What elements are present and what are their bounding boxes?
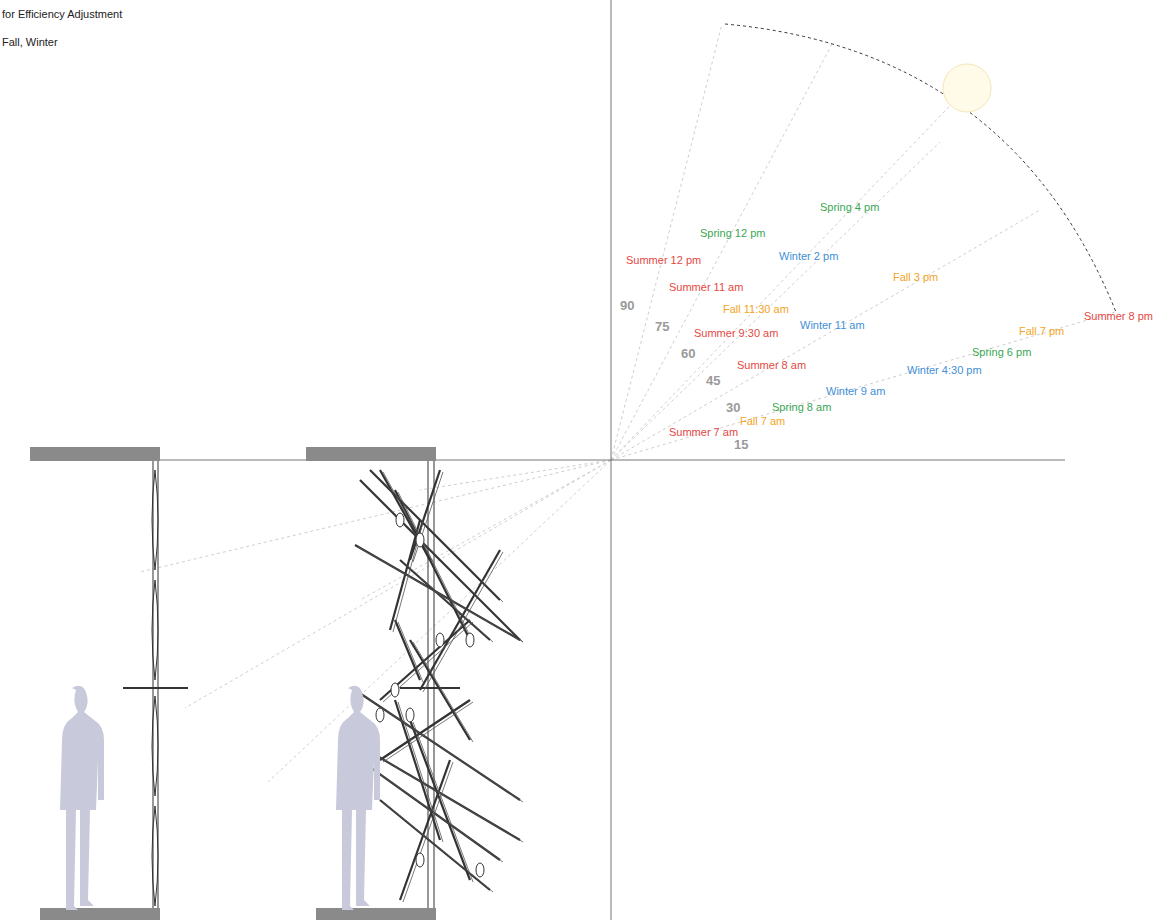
sun-time-label: Winter 2 pm (779, 250, 838, 263)
sun-time-label: Summer 7 am (669, 426, 738, 439)
sun-time-label: Spring 8 am (772, 401, 831, 414)
open-shade (350, 461, 523, 908)
angle-number: 30 (726, 401, 740, 414)
shade-fin (370, 470, 500, 600)
shade-fin-edge (413, 472, 443, 562)
sun-time-label: Fall 7 am (740, 415, 785, 428)
shade-fin (380, 700, 470, 760)
sun-time-label: Winter 11 am (800, 319, 865, 332)
shade-fin-edge (363, 482, 523, 642)
angle-number: 90 (620, 299, 634, 312)
ceiling-slab (306, 447, 436, 461)
shade-fin (420, 550, 500, 690)
shade-fin-edge (398, 702, 443, 842)
shade-hinge (466, 633, 474, 647)
horizontal-axis (75, 460, 1065, 461)
shade-fin (400, 560, 490, 640)
floor-slab (316, 908, 436, 920)
sun-time-label: Summer 8 pm (1084, 310, 1153, 323)
floor-slab (40, 908, 160, 920)
shade-hinge (391, 683, 399, 697)
shade-fin-edge (423, 552, 503, 692)
sun-time-label: Summer 8 am (737, 359, 806, 372)
person-silhouette (60, 686, 380, 910)
shade-fin-edge (373, 472, 503, 602)
shade-fin (360, 480, 520, 640)
closed-shade (123, 461, 188, 908)
sun-time-label: Winter 9 am (826, 385, 885, 398)
sun-time-label: Summer 12 pm (626, 254, 701, 267)
shade-fin-edge (393, 522, 423, 632)
sun-time-label: Summer 11 am (669, 281, 743, 294)
sun-time-label: Fall 3 pm (893, 271, 938, 284)
ceiling-slab (30, 447, 160, 461)
shade-hinge (476, 863, 484, 877)
angle-number: 75 (655, 320, 669, 333)
shade-fin-edge (413, 722, 473, 882)
shade-fin-edge (383, 472, 433, 562)
sun-time-label: Spring 4 pm (820, 201, 879, 214)
shade-fin-edge (383, 702, 473, 762)
sun-time-label: Winter 4:30 pm (907, 364, 982, 377)
angle-number: 45 (706, 374, 720, 387)
shade-hinge (416, 853, 424, 867)
shade-fin (400, 760, 450, 900)
shade-fin-edge (358, 547, 523, 642)
shade-fin (395, 620, 420, 680)
shade-fin-edge (383, 802, 493, 892)
shade-hinge (436, 633, 444, 647)
sun-time-label: Fall 11:30 am (723, 303, 789, 316)
shade-hinge (416, 533, 424, 547)
sun-rays (140, 24, 1115, 782)
sun (943, 64, 991, 112)
sun-time-label: Fall, Winter (2, 36, 58, 49)
sun-time-label: Spring 6 pm (972, 346, 1031, 359)
sun-time-label: for Efficiency Adjustment (2, 8, 122, 21)
sun-path (725, 24, 1116, 312)
shade-hinge (396, 513, 404, 527)
shade-hinge (376, 708, 384, 722)
sun-time-label: Spring 12 pm (700, 227, 765, 240)
shade-fin-edge (398, 492, 473, 642)
shade-fin-edge (358, 692, 523, 802)
shade-fin-edge (398, 622, 423, 682)
sun-time-label: Fall 7 pm (1019, 325, 1064, 338)
shade-fin-edge (403, 562, 493, 642)
sun-time-label: Summer 9:30 am (694, 327, 778, 340)
shade-hinge (406, 708, 414, 722)
angle-number: 15 (734, 438, 748, 451)
shade-fin-edge (403, 762, 453, 902)
shade-fin-edge (383, 622, 473, 702)
angle-number: 60 (681, 347, 695, 360)
shade-fin (410, 720, 470, 880)
